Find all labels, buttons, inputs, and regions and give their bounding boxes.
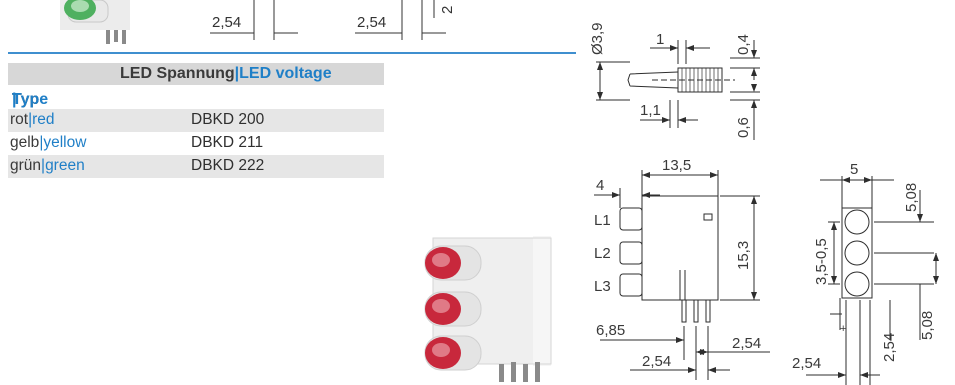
type-code-cell: DBKD 222 [191, 157, 265, 174]
dim-5-08-a: 5,08 [903, 183, 920, 212]
dim-0-6: 0,6 [735, 117, 752, 138]
dim-2-54-d: 2,54 [792, 355, 821, 372]
color-cell: gelb|yellow [10, 134, 87, 151]
dim-diameter: Ø3,9 [589, 22, 606, 55]
dim-1-1: 1,1 [640, 102, 661, 119]
led-red-2 [424, 291, 482, 327]
led-red-3 [424, 335, 482, 371]
color-cell: grün|green [10, 157, 85, 174]
type-code-cell: DBKD 211 [191, 134, 264, 151]
dim-1: 1 [656, 31, 664, 48]
top-dim-left: 2,54 [212, 14, 241, 31]
type-header-row: Typ|Type [12, 91, 49, 108]
dim-5-08-b: 5,08 [919, 311, 936, 340]
color-cell: rot|red [10, 111, 55, 128]
technical-drawing: Ø3,9 1 0,4 1,1 0,6 13,5 4 L1 L2 L3 15,3 … [589, 22, 939, 385]
dim-2-54-c: 2,54 [881, 333, 898, 362]
dim-3-5: 3,5-0,5 [813, 238, 830, 285]
led-red-1 [424, 245, 482, 281]
table-title: LED Spannung|LED voltage [120, 65, 332, 82]
table-row: gelb|yellow DBKD 211 [8, 132, 384, 155]
product-photo [424, 236, 552, 382]
type-code-cell: DBKD 200 [191, 111, 265, 128]
table-header-row: LED Spannung|LED voltage [8, 63, 384, 85]
section-divider [8, 52, 576, 54]
table-row: grün|green DBKD 222 [8, 155, 384, 178]
dim-2-54-a: 2,54 [732, 335, 761, 352]
dim-6-85: 6,85 [596, 322, 625, 339]
label-l3: L3 [594, 278, 611, 295]
led-voltage-table: LED Spannung|LED voltage Typ|Type rot|re… [8, 63, 384, 178]
dim-13-5: 13,5 [662, 157, 691, 174]
top-product-photo [60, 0, 130, 44]
label-l1: L1 [594, 212, 611, 229]
top-dim-right: 2,54 [357, 14, 386, 31]
dim-15-3: 15,3 [735, 241, 752, 270]
polarity-plus: + [840, 323, 846, 335]
dim-5: 5 [850, 161, 858, 178]
top-dimension-fragment: 2,54 2,54 2 [210, 0, 456, 40]
label-l2: L2 [594, 245, 611, 262]
dim-4: 4 [596, 177, 604, 194]
top-dim-rotated: 2 [439, 6, 456, 14]
table-row: rot|red DBKD 200 [8, 109, 384, 132]
dim-2-54-b: 2,54 [642, 353, 671, 370]
dim-0-4: 0,4 [735, 34, 752, 55]
